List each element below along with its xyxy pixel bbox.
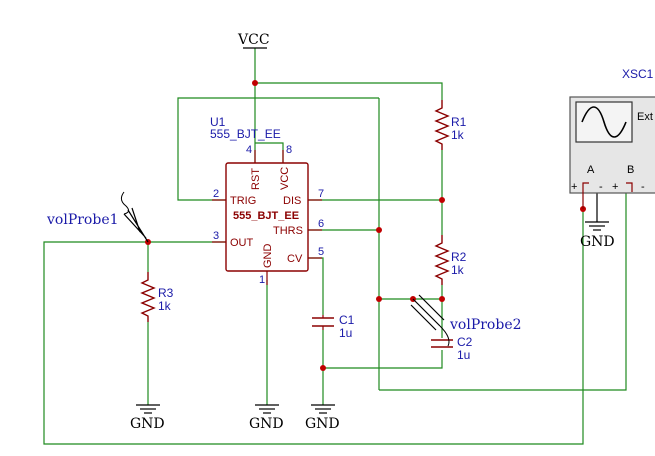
channel-a-minus: - <box>599 181 603 193</box>
resistor-ref: R2 <box>451 250 467 264</box>
oscilloscope-ref: XSC1 <box>622 67 654 81</box>
resistor-zigzag <box>434 235 450 285</box>
junction-dot <box>376 296 382 302</box>
resistor-ref: R3 <box>158 286 174 300</box>
probe-label: volProbe1 <box>46 212 119 228</box>
pin-number-out: 3 <box>213 230 219 242</box>
wire-vcc-r1[interactable] <box>255 82 443 100</box>
channel-a-terminal[interactable] <box>582 182 589 209</box>
ground-label: GND <box>305 416 340 432</box>
ground-r3[interactable]: GND <box>130 404 165 432</box>
resistor-r1[interactable]: R1 1k <box>434 100 467 150</box>
junction-dot <box>439 296 445 302</box>
pin-number-vcc: 8 <box>286 144 292 156</box>
capacitor-value: 1u <box>339 326 352 340</box>
pin-name-trig: TRIG <box>230 195 256 207</box>
wire-trig-loop[interactable] <box>177 97 379 201</box>
pin-name-cv: CV <box>287 253 303 265</box>
ground-scope[interactable]: GND <box>580 192 615 250</box>
capacitor-ref: C1 <box>339 313 355 327</box>
channel-a-label: A <box>587 164 595 176</box>
junction-dot <box>376 227 382 233</box>
voltage-probe-1[interactable]: volProbe1 <box>46 191 149 243</box>
timer-inner-name: 555_BJT_EE <box>233 210 299 222</box>
capacitor-value: 1u <box>457 348 470 362</box>
timer-ref: U1 <box>210 115 226 129</box>
channel-a-plus: + <box>571 181 577 193</box>
voltage-probe-2[interactable]: volProbe2 <box>410 294 522 347</box>
ground-timer[interactable]: GND <box>249 404 284 432</box>
vcc-source[interactable]: VCC <box>237 32 270 49</box>
probe-label: volProbe2 <box>449 317 522 333</box>
wire-out-scope-a[interactable] <box>43 209 584 445</box>
pin-name-dis: DIS <box>283 195 301 207</box>
channel-b-minus: - <box>641 181 645 193</box>
pin-name-rst: RST <box>250 168 262 190</box>
probe-icon <box>410 294 445 331</box>
channel-b-plus: + <box>612 181 618 193</box>
ground-label: GND <box>580 234 615 250</box>
pin-number-cv: 5 <box>318 246 324 258</box>
resistor-value: 1k <box>158 299 172 313</box>
resistor-ref: R1 <box>451 115 467 129</box>
pin-number-gnd: 1 <box>259 274 265 286</box>
wire-vcc-pin8[interactable] <box>255 142 284 163</box>
pin-number-rst: 4 <box>246 144 252 156</box>
pin-number-dis: 7 <box>318 188 324 200</box>
resistor-r2[interactable]: R2 1k <box>434 235 467 285</box>
pin-name-out: OUT <box>230 237 254 249</box>
capacitor-c2[interactable]: C2 1u <box>431 335 473 362</box>
ground-label: GND <box>249 416 284 432</box>
junction-dot <box>320 365 326 371</box>
wire-thrs-scope-b[interactable] <box>379 183 627 391</box>
pin-name-gnd: GND <box>262 244 274 269</box>
resistor-zigzag <box>140 272 156 322</box>
junction-dot <box>439 197 445 203</box>
pin-number-thrs: 6 <box>318 218 324 230</box>
resistor-value: 1k <box>451 128 465 142</box>
pin-number-trig: 2 <box>213 188 219 200</box>
ground-label: GND <box>130 416 165 432</box>
resistor-r3[interactable]: R3 1k <box>140 272 174 322</box>
channel-b-label: B <box>627 164 634 176</box>
junction-dot <box>252 80 258 86</box>
pin-name-thrs: THRS <box>273 225 303 237</box>
timer-555[interactable]: U1 555_BJT_EE 4 8 2 3 7 6 5 1 TRIG OUT D… <box>210 115 324 286</box>
channel-b-terminal[interactable] <box>626 182 633 192</box>
sine-wave-icon <box>581 106 627 138</box>
oscilloscope-ext-label: Ext <box>637 111 653 123</box>
wire-cv-c1[interactable] <box>308 257 324 315</box>
capacitor-ref: C2 <box>457 335 473 349</box>
wires <box>43 48 627 445</box>
timer-model: 555_BJT_EE <box>210 127 281 141</box>
capacitor-c1[interactable]: C1 1u <box>312 313 355 340</box>
vcc-label: VCC <box>237 32 270 48</box>
probe-cable-icon <box>120 191 130 215</box>
oscilloscope-xsc1[interactable]: XSC1 Ext A B + - + - <box>569 67 655 209</box>
wire-c2-gnd[interactable] <box>323 350 443 369</box>
probe-icon <box>123 207 149 243</box>
probe-cable-icon <box>439 325 450 347</box>
ground-c1[interactable]: GND <box>305 404 340 432</box>
pin-name-vcc: VCC <box>279 167 291 190</box>
resistor-value: 1k <box>451 263 465 277</box>
resistor-zigzag <box>434 100 450 150</box>
